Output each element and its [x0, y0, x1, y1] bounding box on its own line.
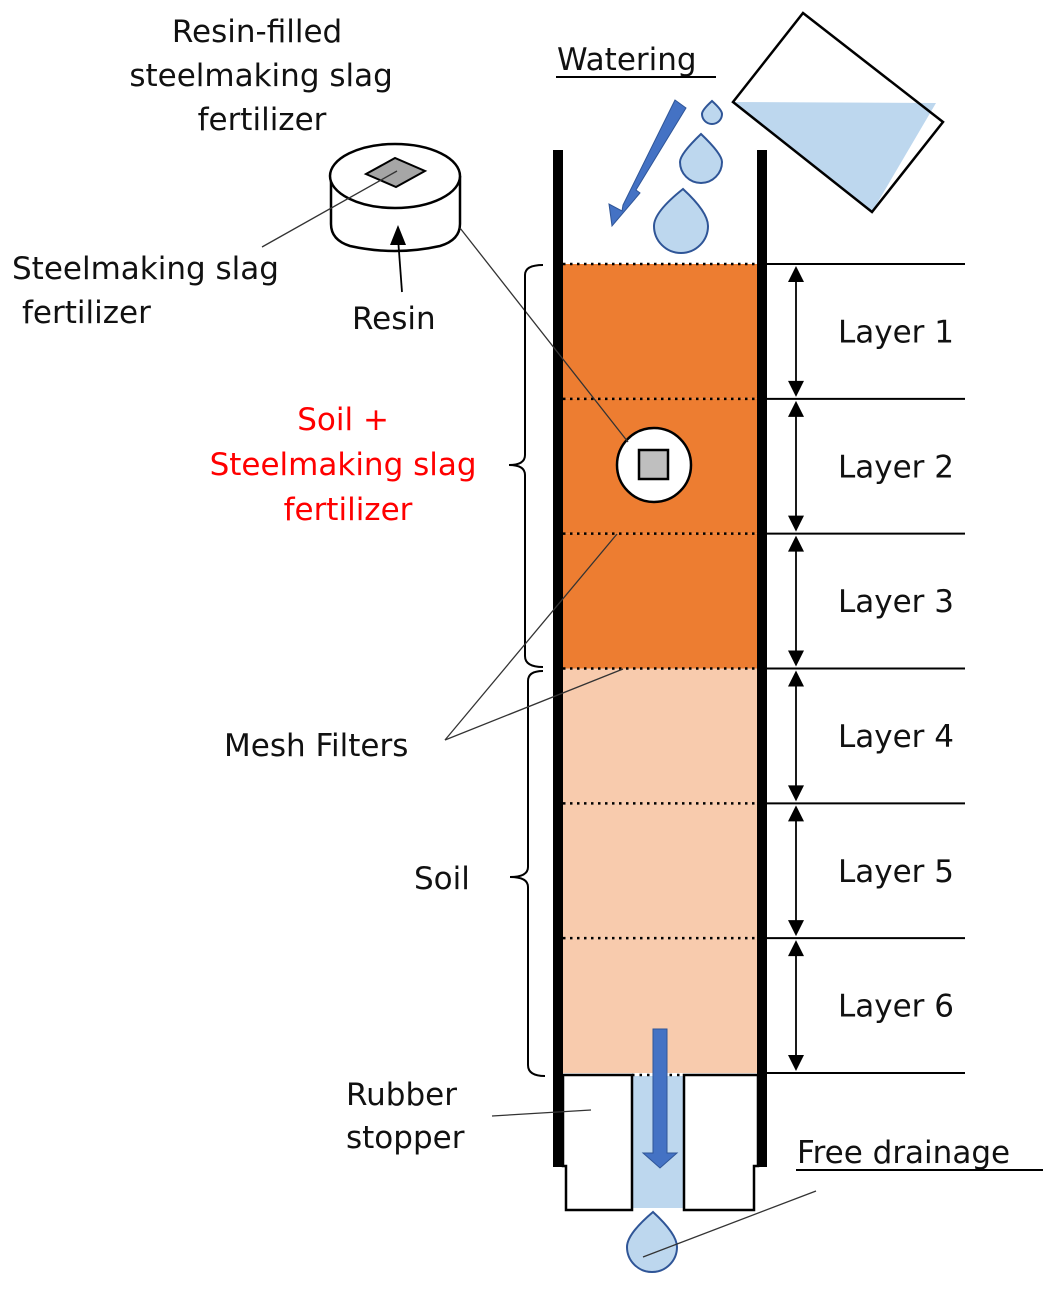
layer-fill	[563, 668, 757, 804]
arrowhead-down-icon	[788, 920, 804, 937]
arrowhead-down-icon	[788, 515, 804, 532]
column-wall-left	[553, 150, 563, 1167]
layer-fills	[563, 264, 757, 1073]
layer-fill	[563, 803, 757, 939]
soil-plus-slag-label: Soil + Steelmaking slag fertilizer	[210, 402, 487, 528]
beaker-icon	[731, 11, 945, 214]
water-drop-icon	[678, 132, 724, 184]
brace-soil-slag	[508, 264, 544, 668]
layer-fill	[563, 533, 757, 669]
arrowhead-up-icon	[788, 400, 804, 417]
water-drop-icon	[652, 187, 710, 254]
drainage	[625, 1028, 817, 1273]
layer-label: Layer 4	[838, 719, 954, 755]
layer-label: Layer 3	[838, 584, 954, 620]
watering	[608, 11, 945, 254]
layer-labels: Layer 1 Layer 2 Layer 3 Layer 4 Layer 5 Layer…	[838, 314, 954, 1024]
mesh-filter-lines	[563, 262, 757, 940]
layer-boundary-lines	[767, 263, 965, 1074]
stopper-left-block	[561, 1073, 634, 1212]
watering-arrow-icon	[608, 99, 687, 228]
layer-label: Layer 5	[838, 854, 954, 890]
layer-label: Layer 2	[838, 449, 954, 485]
layer-dimension-arrows	[788, 266, 804, 1071]
mesh-filters-label: Mesh Filters	[224, 728, 408, 764]
arrowhead-up-icon	[788, 670, 804, 687]
resin-label: Resin	[352, 301, 436, 337]
rubber-stopper-label: Rubber stopper	[346, 1077, 467, 1156]
rubber-stopper-leader	[491, 1109, 592, 1117]
soil-label: Soil	[414, 861, 470, 897]
layer-label: Layer 1	[838, 314, 954, 350]
arrowhead-down-icon	[788, 650, 804, 667]
brace-soil	[509, 670, 546, 1077]
mesh-filter-leaders	[444, 533, 624, 741]
resin-pellet-illustration	[261, 142, 629, 443]
embedded-resin-pellet	[615, 426, 693, 504]
drainage-arrow-icon	[641, 1028, 679, 1169]
slag-fertilizer-label: Steelmaking slag fertilizer	[12, 251, 289, 331]
resin-filled-title: Resin-filled steelmaking slag fertilizer	[129, 14, 402, 138]
arrowhead-up-icon	[788, 535, 804, 552]
stopper-right-block	[682, 1073, 760, 1212]
drainage-drop-icon	[625, 1210, 679, 1273]
arrowhead-down-icon	[788, 1055, 804, 1071]
free-drainage-label: Free drainage	[797, 1135, 1010, 1171]
arrowhead-up-icon	[788, 940, 804, 957]
arrowhead-down-icon	[788, 785, 804, 802]
embedded-slag-square	[637, 448, 670, 481]
layer-label: Layer 6	[838, 989, 954, 1025]
column-wall-right	[757, 150, 767, 1167]
rubber-stopper	[561, 1073, 760, 1212]
watering-label: Watering	[557, 42, 697, 78]
arrowhead-down-icon	[788, 380, 804, 397]
arrowhead-up-icon	[788, 266, 804, 282]
layer-fill	[563, 264, 757, 399]
arrowhead-up-icon	[788, 805, 804, 822]
water-drop-icon	[700, 99, 724, 125]
